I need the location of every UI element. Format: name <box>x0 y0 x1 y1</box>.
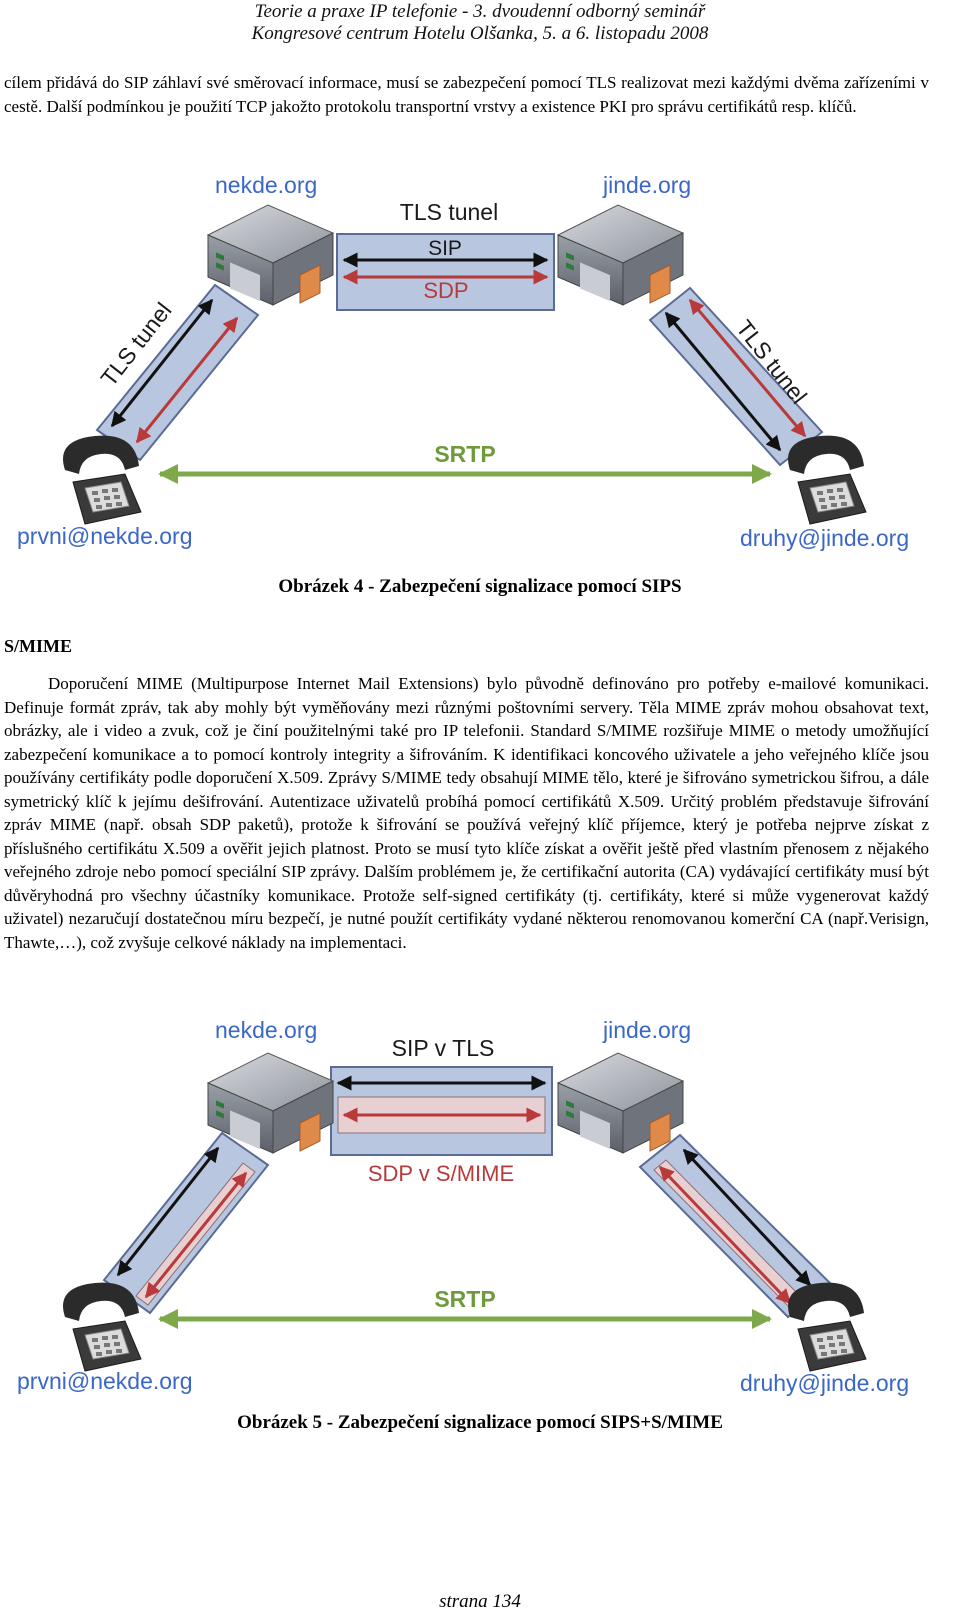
figure4-right-telephone-icon <box>787 435 867 525</box>
figure4-right-server-icon <box>557 204 684 306</box>
figure4-left-user: prvni@nekde.org <box>17 523 193 549</box>
figure5-right-telephone-icon <box>787 1282 867 1372</box>
figure5-left-sdp-arrow <box>144 1171 248 1299</box>
figure5-sdp-label: SDP v S/MIME <box>368 1161 514 1186</box>
figure5-left-server-domain: nekde.org <box>215 1017 317 1043</box>
figure5-left-tunnel <box>102 1131 270 1315</box>
figure4-diagram: nekde.org jinde.org TLS tunel SIP SDP TL… <box>17 172 909 551</box>
figure4-left-server-icon <box>207 204 334 306</box>
figure5-right-server-domain: jinde.org <box>602 1017 691 1043</box>
smime-paragraph: Doporučení MIME (Multipurpose Internet M… <box>4 674 929 952</box>
figure4-caption: Obrázek 4 - Zabezpečení signalizace pomo… <box>278 576 682 597</box>
running-header-line1: Teorie a praxe IP telefonie - 3. dvouden… <box>254 1 706 22</box>
figure5-right-server-icon <box>557 1052 684 1154</box>
figure4-left-server-domain: nekde.org <box>215 172 317 198</box>
figure4-left-sdp-arrow <box>135 316 239 444</box>
figure4-tunnel-label: TLS tunel <box>400 199 498 225</box>
section-title: S/MIME <box>4 636 73 656</box>
figure5-tunnel-label: SIP v TLS <box>392 1035 495 1061</box>
figure5-left-telephone-icon <box>62 1282 142 1372</box>
figure4-sip-label: SIP <box>428 237 462 260</box>
intro-paragraph: cílem přidává do SIP záhlaví své směrova… <box>4 73 929 116</box>
figure5-right-user: druhy@jinde.org <box>740 1370 909 1396</box>
figure4-left-telephone-icon <box>62 435 142 525</box>
figure4-right-user: druhy@jinde.org <box>740 525 909 551</box>
figure5-caption: Obrázek 5 - Zabezpečení signalizace pomo… <box>237 1412 723 1433</box>
figure5-left-user: prvni@nekde.org <box>17 1368 193 1394</box>
figure4-right-server-domain: jinde.org <box>602 172 691 198</box>
figure5-diagram: nekde.org jinde.org SIP v TLS SDP v S/MI… <box>17 1017 909 1396</box>
page-number: strana 134 <box>439 1591 521 1612</box>
figure4-srtp-label: SRTP <box>434 441 495 467</box>
figure5-srtp-label: SRTP <box>434 1286 495 1312</box>
figure4-right-sdp-arrow <box>688 298 807 438</box>
figure5-right-sdp-arrow <box>658 1165 792 1305</box>
running-header-line2: Kongresové centrum Hotelu Olšanka, 5. a … <box>251 23 709 44</box>
figure4-sdp-label: SDP <box>423 278 468 303</box>
